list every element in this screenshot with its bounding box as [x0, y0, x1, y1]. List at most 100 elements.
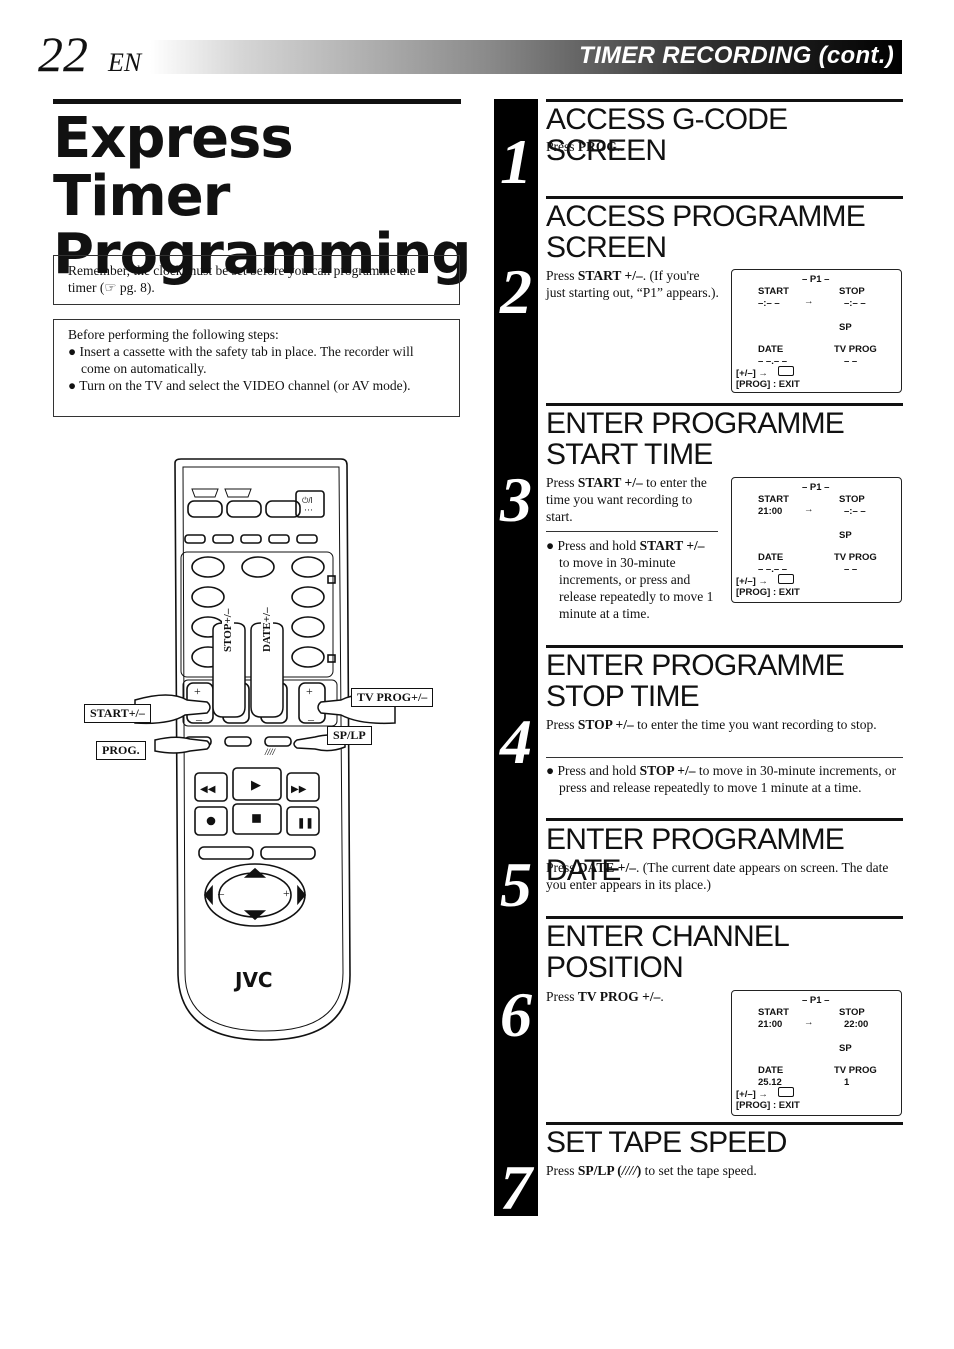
text-run: Press	[546, 989, 578, 1004]
osd-date-label: DATE	[758, 344, 784, 355]
key-name: TV PROG +/–	[577, 989, 661, 1004]
step-number: 3	[500, 464, 532, 535]
fast-forward-icon: ▶▶	[291, 784, 307, 795]
before-steps-box: Before performing the following steps: ●…	[53, 319, 460, 417]
remote-body	[174, 458, 351, 1041]
text-run: Press	[546, 1163, 578, 1178]
step-bullet: ● Press and hold START +/– to move in 30…	[546, 538, 714, 621]
cassette-icon	[778, 366, 794, 376]
page-language: EN	[108, 48, 142, 77]
step-number: 1	[500, 126, 532, 197]
cassette-icon	[778, 574, 794, 584]
key-name: PROG.	[577, 139, 621, 154]
osd-start-value: 21:00	[758, 1019, 783, 1030]
clock-note-box: Remember, the clock must be set before y…	[53, 255, 460, 305]
divider	[546, 531, 718, 532]
step-rule	[546, 403, 903, 406]
step-rule	[546, 645, 903, 648]
step-number: 5	[500, 849, 532, 920]
brand-logo: JVC	[233, 968, 273, 992]
pause-button	[286, 806, 320, 836]
pause-icon: ❚❚	[297, 818, 314, 829]
arrow-right-icon: →	[804, 504, 814, 515]
step-heading: ACCESS PROGRAMME SCREEN	[546, 200, 866, 264]
osd-start-label: START	[758, 494, 789, 505]
osd-date-value: – –.– –	[758, 356, 788, 367]
svg-text:+: +	[194, 684, 201, 698]
key-name: DATE +/–	[577, 860, 636, 875]
key-name: START +/–	[577, 475, 643, 490]
osd-speed: SP	[839, 530, 852, 541]
step-number: 7	[500, 1152, 532, 1223]
osd-stop-label: STOP	[839, 286, 865, 297]
clock-note-text: Remember, the clock must be set before y…	[68, 263, 416, 295]
page-title: Express Timer Programming	[53, 110, 473, 284]
osd-start-label: START	[758, 286, 789, 297]
key-name: SP/LP (	[577, 1163, 622, 1178]
osd-hint-line: [+/–] →	[736, 368, 768, 379]
step-rule	[546, 99, 903, 102]
svg-text:···: ···	[304, 505, 313, 515]
clock-note-page-ref: pg. 8).	[116, 280, 155, 295]
osd-stop-label: STOP	[839, 494, 865, 505]
divider	[546, 757, 903, 758]
osd-exit-line: [PROG] : EXIT	[736, 587, 800, 598]
osd-date-value: – –.– –	[758, 564, 788, 575]
step-rule	[546, 1122, 903, 1125]
page-title-line1: Express Timer	[53, 106, 294, 229]
remote-label-tvprog: TV PROG+/–	[351, 688, 434, 707]
remote-control-illustration: ⏻/I ··· + + _ _ //// ◀	[134, 458, 396, 1041]
power-icon: ⏻/I	[302, 496, 313, 505]
osd-start-value: 21:00	[758, 506, 783, 517]
text-run: to enter the time you want recording to …	[633, 717, 877, 732]
arrow-right-icon: →	[804, 1017, 814, 1028]
osd-tvprog-value: – –	[844, 564, 858, 575]
rewind-button	[194, 772, 228, 802]
step-text: Press PROG..	[546, 138, 896, 155]
text-run: Press	[546, 717, 578, 732]
step-heading: ENTER PROGRAMME DATE	[546, 823, 845, 887]
step-number: 2	[500, 256, 532, 327]
pointing-hand-icon: ☞	[104, 280, 117, 295]
before-steps-intro: Before performing the following steps:	[68, 327, 279, 342]
fast-forward-button	[286, 772, 320, 802]
step-text: Press TV PROG +/–.	[546, 988, 722, 1005]
remote-label-prog: PROG.	[96, 741, 146, 760]
page-title-line2: Programming	[53, 222, 471, 287]
play-button	[232, 767, 282, 801]
text-run: to move in 30-minute increments, or pres…	[559, 763, 897, 795]
osd-title: – P1 –	[802, 274, 830, 285]
text-run: Press	[546, 860, 578, 875]
text-run: . (If you're just starting out, “P1” app…	[546, 268, 719, 300]
remote-label-date: DATE+/–	[261, 607, 273, 652]
record-icon	[206, 816, 216, 826]
osd-hint-line: [+/–] →	[736, 576, 768, 587]
step-number-band	[494, 99, 538, 1216]
svg-text:+: +	[283, 886, 290, 900]
osd-stop-label: STOP	[839, 1007, 865, 1018]
step-text: Press SP/LP (////) to set the tape speed…	[546, 1162, 903, 1179]
osd-exit-line: [PROG] : EXIT	[736, 379, 800, 390]
step-text: Press START +/– to enter the time you wa…	[546, 474, 714, 525]
osd-date-label: DATE	[758, 1065, 784, 1076]
page-number: 22	[38, 26, 88, 82]
step-text: Press STOP +/– to enter the time you wan…	[546, 716, 903, 733]
key-name: ////	[621, 1163, 637, 1178]
play-icon: ▶	[251, 777, 261, 792]
osd-title: – P1 –	[802, 482, 830, 493]
stop-icon	[252, 814, 261, 823]
step-heading: ENTER PROGRAMME START TIME	[546, 407, 845, 471]
record-button	[194, 806, 228, 836]
section-title: TIMER RECORDING (cont.)	[579, 42, 894, 69]
text-run: . (The current date appears on screen. T…	[546, 860, 889, 892]
step-number: 4	[500, 706, 532, 777]
osd-start-value: –:– –	[758, 298, 780, 309]
key-name: STOP +/–	[639, 763, 696, 778]
osd-stop-value: –:– –	[844, 298, 866, 309]
hand-pointer-icon	[134, 622, 396, 754]
step-heading: ENTER CHANNEL POSITION	[546, 920, 789, 984]
step-number: 6	[500, 979, 532, 1050]
text-run: .	[620, 139, 624, 154]
osd-speed: SP	[839, 1043, 852, 1054]
